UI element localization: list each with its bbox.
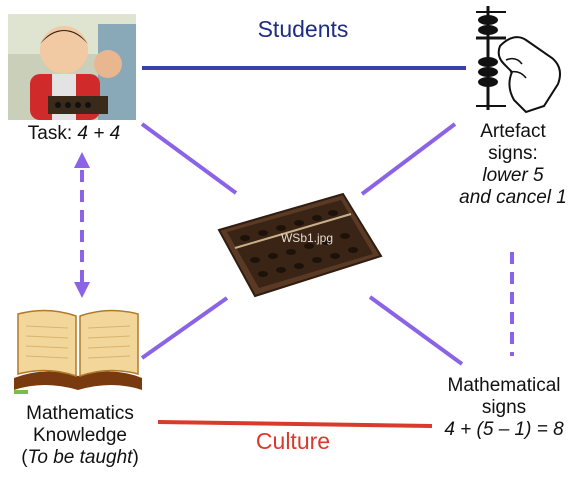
arrowhead-down-icon [74, 282, 90, 298]
abacus-photo: WSb1.jpg [217, 192, 383, 298]
child-with-abacus-photo [8, 14, 136, 120]
math-signs-equation: 4 + (5 – 1) = 8 [444, 419, 564, 440]
math-signs-line-2: signs [481, 397, 527, 418]
paren-open: ( [21, 447, 28, 468]
task-expression: 4 + 4 [77, 123, 121, 144]
culture-label: Culture [255, 428, 331, 454]
artefact-line-3: lower 5 [482, 165, 544, 186]
paren-close: ) [132, 447, 139, 468]
students-label: Students [257, 16, 349, 42]
knowledge-line-1: Mathematics [26, 403, 134, 424]
artefact-line-2: signs: [488, 143, 538, 164]
artefact-signs-label: Artefact signs: lower 5 and cancel 1 [446, 121, 580, 209]
signs-to-abacus-line [368, 295, 464, 366]
knowledge-line-3: (To be taught) [4, 447, 156, 469]
book-icon [14, 309, 142, 394]
culture-connector [157, 420, 433, 428]
mathematical-signs-label: Mathematical signs 4 + (5 – 1) = 8 [426, 375, 582, 441]
knowledge-to-abacus-line [140, 296, 229, 360]
arrowhead-up-icon [74, 152, 90, 168]
mathematics-knowledge-label: Mathematics Knowledge (To be taught) [4, 403, 156, 469]
task-prefix: Task: [27, 123, 78, 144]
artefact-line-1: Artefact [480, 121, 546, 142]
task-to-abacus-line [140, 122, 238, 195]
abacus-caption: WSb1.jpg [281, 231, 333, 245]
knowledge-line-2: Knowledge [32, 425, 128, 446]
artefact-to-abacus-line [360, 122, 457, 196]
task-label: Task: 4 + 4 [8, 123, 140, 145]
knowledge-to-be-taught: To be taught [27, 447, 133, 468]
math-signs-line-1: Mathematical [447, 375, 561, 396]
hand-on-abacus-drawing [466, 2, 568, 114]
artefact-line-4: and cancel 1 [459, 187, 567, 208]
